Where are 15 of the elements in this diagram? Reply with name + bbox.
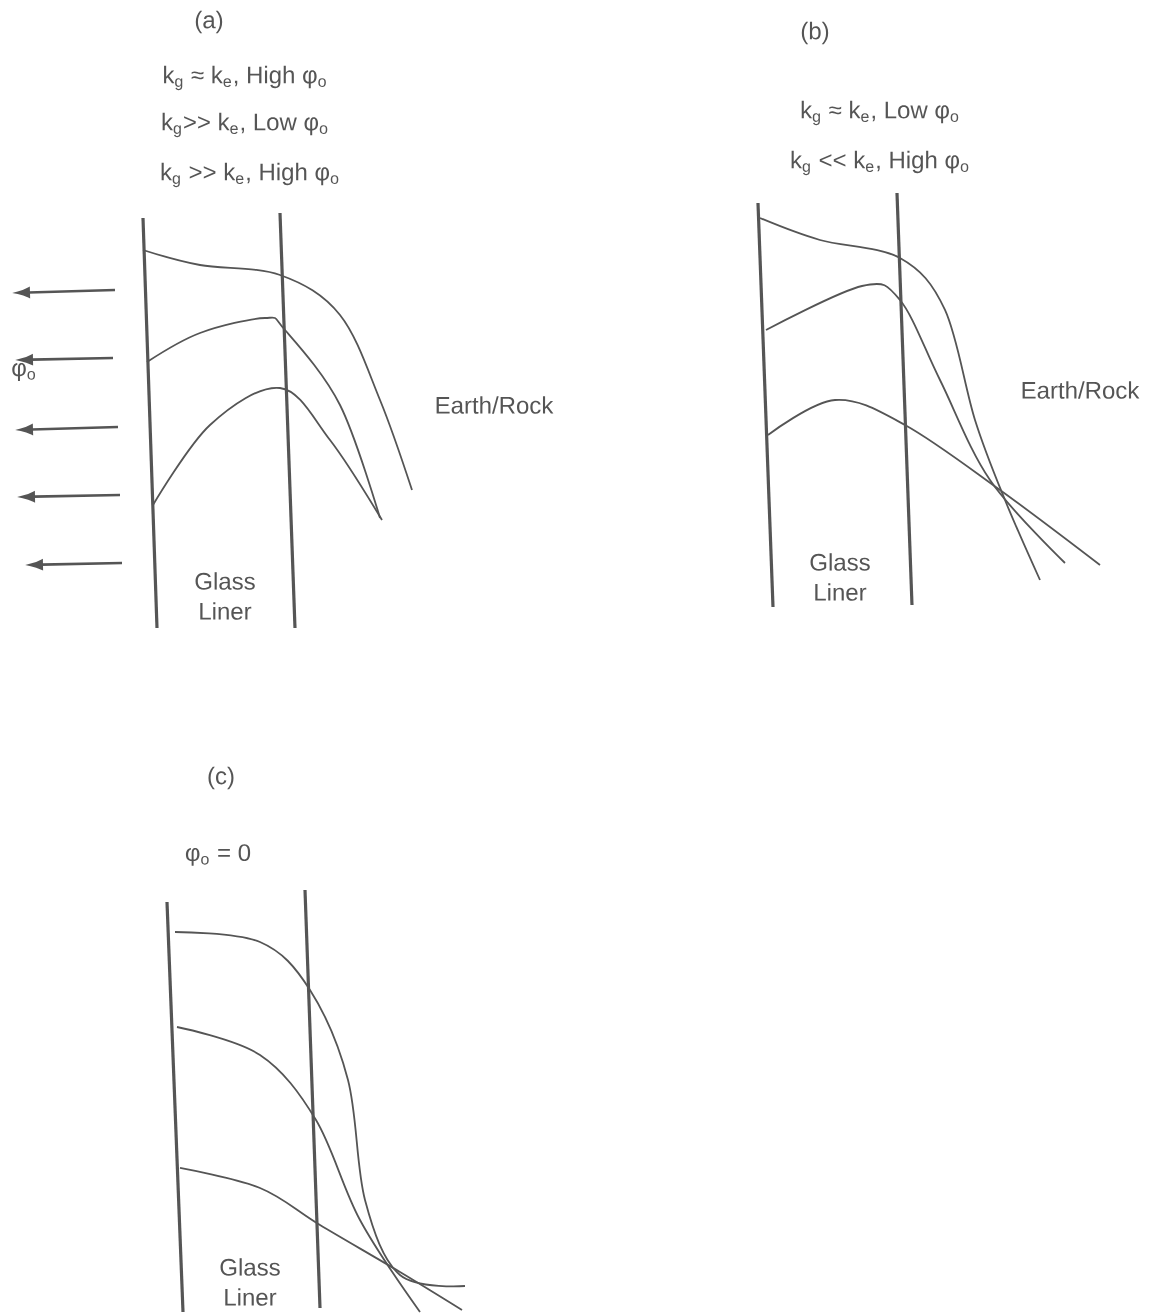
region-label: Earth/Rock xyxy=(1022,381,1140,399)
condition-label: φ$_{o}$ = 0 xyxy=(185,844,251,866)
condition-label: k$_{g}$>> k$_{e}$, Low φ$_{o}$ xyxy=(162,112,328,138)
condition-label: k$_{g}$ << k$_{e}$, High φ$_{o}$ xyxy=(791,150,969,176)
layer-label: Glass Liner xyxy=(810,553,870,601)
panel-label: (a) xyxy=(195,10,223,34)
condition-label: k$_{g}$ >> k$_{e}$, High φ$_{o}$ xyxy=(161,162,339,188)
panel-label: (c) xyxy=(208,766,234,790)
panel-label: (b) xyxy=(801,21,829,45)
region-label: Earth/Rock xyxy=(436,396,554,414)
layer-label: Glass Liner xyxy=(195,572,255,620)
condition-label: k$_{g}$ ≈ k$_{e}$, Low φ$_{o}$ xyxy=(801,100,959,126)
condition-label: k$_{g}$ ≈ k$_{e}$, High φ$_{o}$ xyxy=(164,65,326,91)
layer-label: Glass Liner xyxy=(220,1258,280,1306)
flux-label: φ$_{o}$ xyxy=(12,363,36,381)
